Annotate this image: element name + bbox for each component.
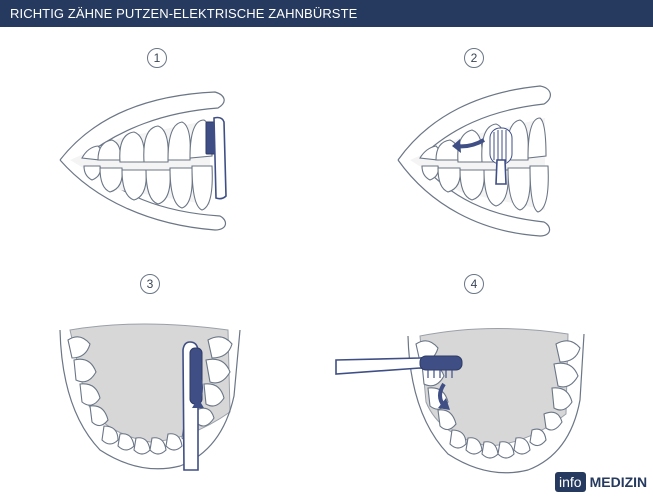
motion-arrow-4 [438,382,450,410]
step-number-1: 1 [147,48,167,68]
lower-teeth-2 [421,165,549,213]
electric-toothbrush-4 [335,355,463,378]
info-medizin-logo: info MEDIZIN [555,472,647,492]
step-number-4: 4 [464,274,484,294]
lower-teeth-1 [83,165,213,211]
motion-arrow-3 [192,370,204,408]
panel-4-illustration [335,327,585,474]
panel-2-illustration [397,85,551,237]
electric-toothbrush-2 [489,127,513,185]
step-number-3: 3 [140,274,160,294]
electric-toothbrush-1 [205,116,227,200]
logo-text: MEDIZIN [589,474,648,490]
page-title: RICHTIG ZÄHNE PUTZEN-ELEKTRISCHE ZAHNBÜR… [10,6,358,21]
upper-teeth-1 [81,119,213,163]
lower-teeth-arch-3 [67,336,233,455]
title-bar: RICHTIG ZÄHNE PUTZEN-ELEKTRISCHE ZAHNBÜR… [0,0,653,27]
panel-3-illustration [59,323,241,471]
panel-1-illustration [59,91,227,231]
logo-box-text: info [555,472,586,492]
motion-arrow-2 [452,138,485,153]
step-number-2: 2 [464,48,484,68]
